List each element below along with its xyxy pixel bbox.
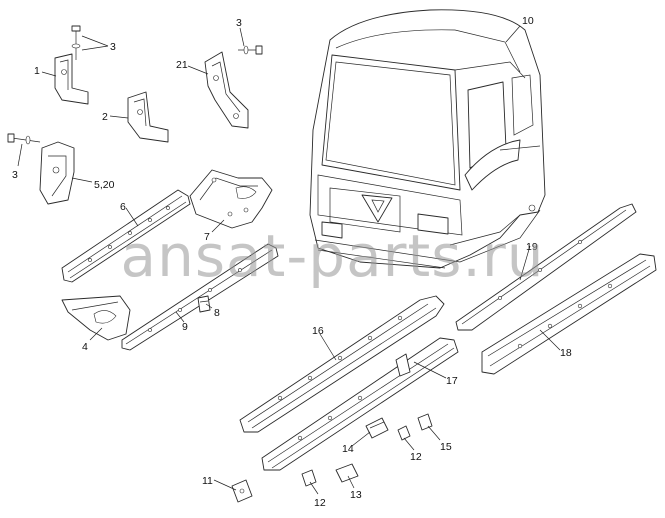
clip-part-12-lower <box>301 469 317 487</box>
clip-part-13 <box>335 463 359 483</box>
callout-12-upper: 12 <box>410 451 422 463</box>
bracket-part-7 <box>189 169 273 229</box>
callout-11: 11 <box>202 475 213 487</box>
clip-part-15 <box>417 413 433 431</box>
bracket-part-5-20 <box>7 133 75 205</box>
leader-lines <box>17 25 561 495</box>
rail-part-9 <box>121 243 279 351</box>
bracket-part-2 <box>127 91 169 143</box>
callout-3-top-left: 3 <box>110 41 116 53</box>
callout-16: 16 <box>312 325 324 337</box>
clip-part-12-upper <box>397 425 411 441</box>
clip-part-11 <box>231 479 253 503</box>
callout-15: 15 <box>440 441 452 453</box>
callout-10: 10 <box>522 15 534 27</box>
bracket-part-1 <box>54 25 89 105</box>
callout-17: 17 <box>446 375 458 387</box>
callout-1: 1 <box>34 65 40 77</box>
callout-5-20: 5,20 <box>94 179 115 191</box>
clip-part-14 <box>365 417 389 439</box>
callout-3-left: 3 <box>12 169 18 181</box>
callout-12-lower: 12 <box>314 497 326 509</box>
bracket-part-21 <box>204 45 263 129</box>
clip-part-8 <box>197 295 211 313</box>
bracket-part-4 <box>61 295 131 341</box>
callout-3-top-middle: 3 <box>236 17 242 29</box>
callout-21: 21 <box>176 59 188 71</box>
callout-4: 4 <box>82 341 88 353</box>
sill-part-16 <box>239 295 445 433</box>
rail-part-6 <box>61 189 191 283</box>
callout-labels: 10 3 3 21 1 2 3 5,20 6 7 4 9 8 16 17 19 … <box>12 15 572 509</box>
callout-7: 7 <box>204 231 210 243</box>
callout-9: 9 <box>182 321 188 333</box>
callout-19: 19 <box>526 241 538 253</box>
callout-14: 14 <box>342 443 354 455</box>
callout-2: 2 <box>102 111 108 123</box>
callout-18: 18 <box>560 347 572 359</box>
beam-part-18 <box>481 253 657 375</box>
beam-part-19 <box>455 203 637 331</box>
callout-13: 13 <box>350 489 362 501</box>
callout-6: 6 <box>120 201 126 213</box>
cab-part-10 <box>309 9 546 269</box>
callout-8: 8 <box>214 307 220 319</box>
